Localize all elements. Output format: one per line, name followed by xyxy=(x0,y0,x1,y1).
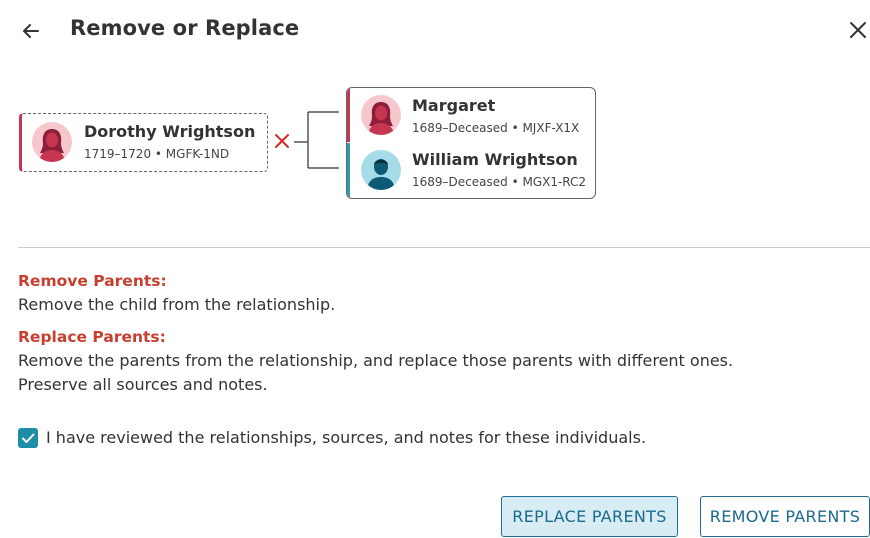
review-confirm-label[interactable]: I have reviewed the relationships, sourc… xyxy=(46,428,647,447)
replace-parents-button[interactable]: REPLACE PARENTS xyxy=(501,496,678,537)
close-button[interactable] xyxy=(846,18,870,42)
female-avatar-icon xyxy=(32,122,72,162)
parent-meta: 1689–Deceased • MJXF-X1X xyxy=(412,121,580,135)
parent-name: Margaret xyxy=(412,96,496,115)
review-confirm-checkbox[interactable] xyxy=(18,428,38,448)
parent-row-mother[interactable]: Margaret 1689–Deceased • MJXF-X1X xyxy=(347,88,595,142)
arrow-left-icon xyxy=(23,24,39,38)
replace-parents-description: Remove the parents from the relationship… xyxy=(18,351,734,370)
male-avatar-icon xyxy=(361,150,401,190)
parent-row-father[interactable]: William Wrightson 1689–Deceased • MGX1-R… xyxy=(347,143,595,197)
remove-parents-heading: Remove Parents: xyxy=(18,272,167,290)
remove-parents-button[interactable]: REMOVE PARENTS xyxy=(700,496,870,537)
replace-parents-heading: Replace Parents: xyxy=(18,328,166,346)
page-title: Remove or Replace xyxy=(70,16,300,40)
remove-parents-description: Remove the child from the relationship. xyxy=(18,295,336,314)
child-name: Dorothy Wrightson xyxy=(84,122,256,141)
child-meta: 1719–1720 • MGFK-1ND xyxy=(84,147,230,161)
parent-meta: 1689–Deceased • MGX1-RC2 xyxy=(412,175,587,189)
parents-card[interactable]: Margaret 1689–Deceased • MJXF-X1X Willia… xyxy=(346,87,596,199)
replace-parents-note: Preserve all sources and notes. xyxy=(18,375,268,394)
child-person-card[interactable]: Dorothy Wrightson 1719–1720 • MGFK-1ND xyxy=(19,113,268,172)
close-icon xyxy=(850,22,866,38)
divider xyxy=(18,247,870,248)
remove-x-icon xyxy=(275,134,289,148)
checkmark-icon xyxy=(22,433,35,443)
back-button[interactable] xyxy=(18,18,44,44)
dialog-header: Remove or Replace xyxy=(0,0,870,60)
parent-name: William Wrightson xyxy=(412,150,578,169)
female-avatar-icon xyxy=(361,95,401,135)
relationship-connector xyxy=(294,111,339,169)
